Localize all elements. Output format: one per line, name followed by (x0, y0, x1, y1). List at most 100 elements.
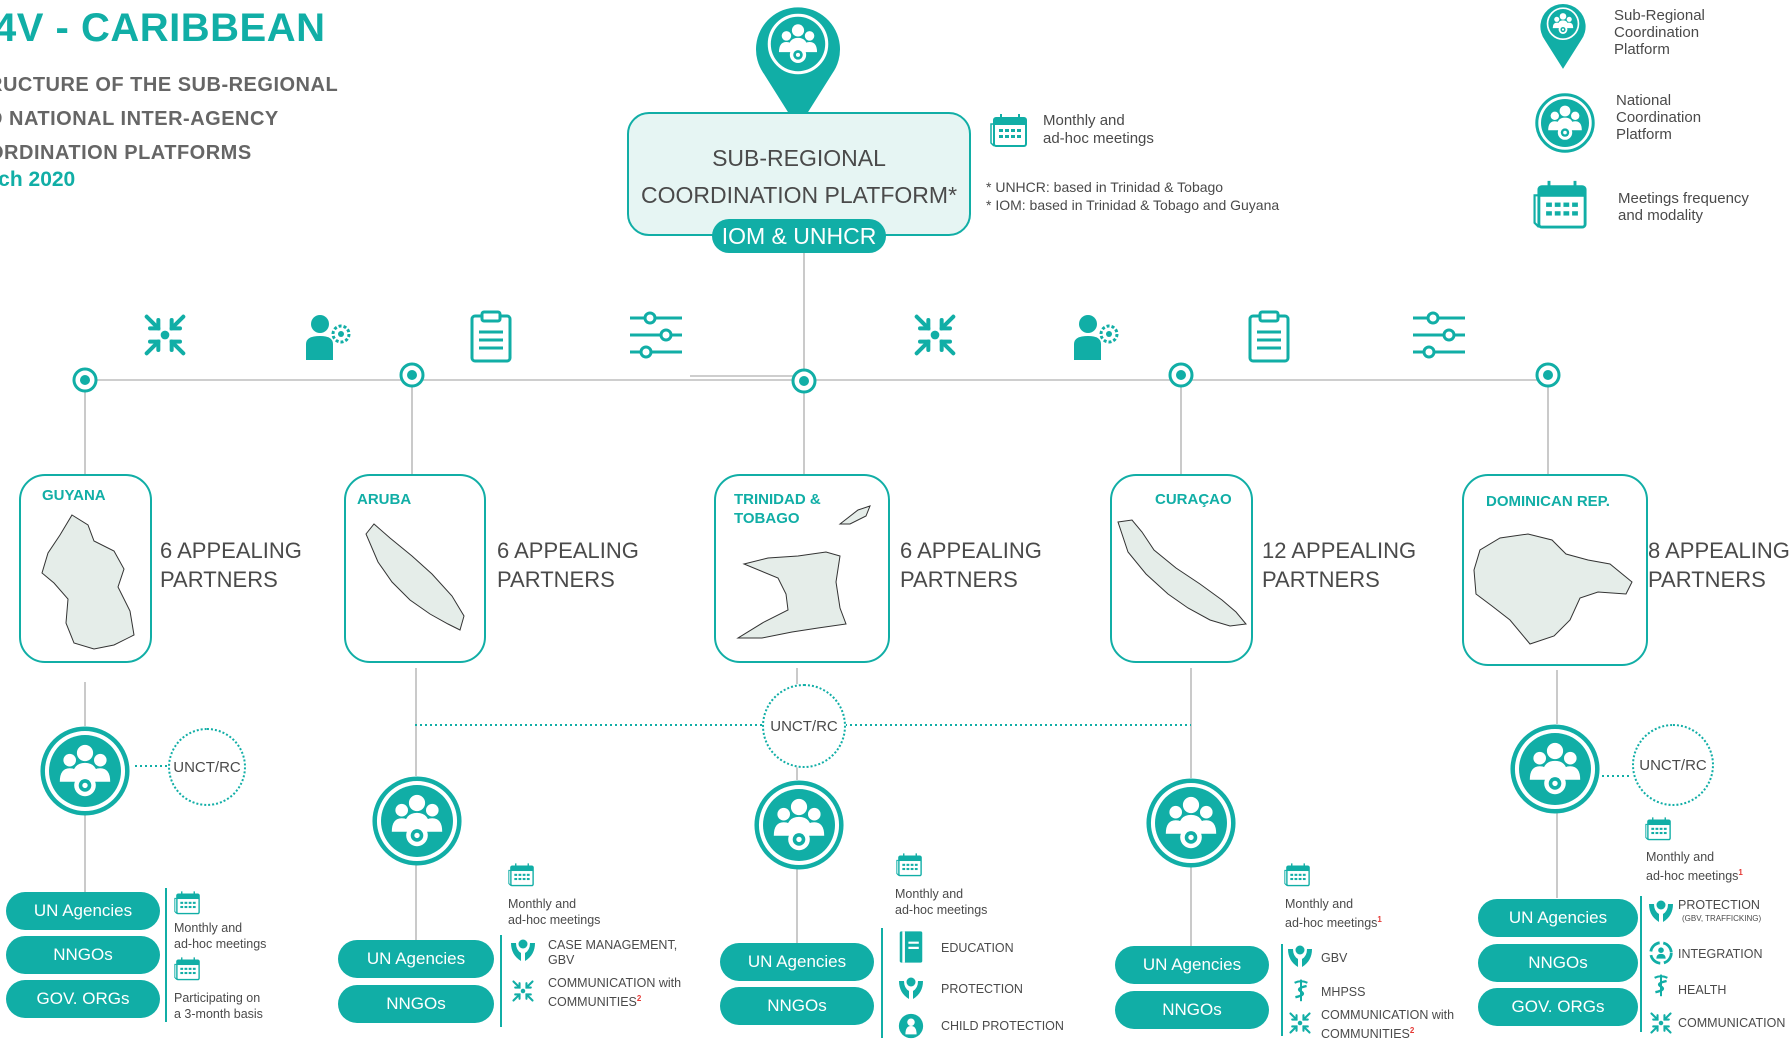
unct-rc-circle: UNCT/RC (168, 728, 246, 806)
communication-arrows-icon (1648, 1010, 1674, 1036)
sector-label: CHILD PROTECTION (941, 1019, 1064, 1033)
legend-pin-icon (1540, 3, 1586, 69)
sliders-icon (1413, 311, 1465, 359)
group-nngos: NNGOs (338, 985, 494, 1023)
calendar-icon (174, 890, 202, 915)
clipboard-icon (470, 310, 512, 363)
child-protection-icon (897, 1012, 925, 1040)
calendar-icon (990, 112, 1030, 148)
sub-regional-pin-icon (756, 7, 840, 129)
clipboard-icon (1248, 310, 1290, 363)
country-card-curacao (1110, 474, 1253, 663)
country-name: TRINIDAD &TOBAGO (734, 491, 821, 527)
page-subtitle: RUCTURE OF THE SUB-REGIONAL D NATIONAL I… (0, 74, 339, 164)
group-un-agencies: UN Agencies (1478, 899, 1638, 937)
protection-hands-icon (1646, 896, 1676, 926)
sub-regional-notes: * UNHCR: based in Trinidad & Tobago* IOM… (986, 179, 1280, 213)
sector-label: PROTECTION (941, 982, 1023, 996)
country-name: DOMINICAN REP. (1486, 493, 1610, 510)
national-platform-icon (1146, 778, 1236, 868)
calendar-icon (1645, 816, 1673, 841)
sector-label: COMMUNICATION (1678, 1016, 1786, 1030)
group-gov-orgs: GOV. ORGs (6, 980, 160, 1018)
converge-arrows-icon (140, 310, 190, 360)
aruba-map (365, 523, 465, 631)
communication-arrows-icon (1287, 1010, 1313, 1036)
protection-hands-icon (1285, 941, 1315, 971)
person-gear-icon (306, 315, 351, 360)
group-nngos: NNGOs (1115, 991, 1269, 1029)
protection-hands-icon (896, 973, 926, 1003)
lead-agencies-pill: IOM & UNHCR (712, 219, 886, 253)
calendar-icon (896, 852, 924, 877)
sliders-icon (630, 311, 682, 359)
sector-label: CASE MANAGEMENT,GBV (548, 938, 678, 967)
legend-national-platform-icon (1535, 93, 1595, 153)
group-un-agencies: UN Agencies (338, 940, 494, 978)
group-nngos: NNGOs (1478, 944, 1638, 982)
divider (1281, 944, 1283, 1036)
national-platform-icon (372, 776, 462, 866)
sector-label: GBV (1321, 951, 1348, 965)
group-nngos: NNGOs (6, 936, 160, 974)
country-name: ARUBA (357, 491, 412, 508)
page-title: 4V - CARIBBEAN (0, 6, 326, 50)
trinidad-node (789, 366, 819, 396)
sector-label: INTEGRATION (1678, 947, 1763, 961)
converge-arrows-icon (910, 310, 960, 360)
education-book-icon (898, 929, 924, 965)
group-un-agencies: UN Agencies (1115, 946, 1269, 984)
divider (881, 928, 883, 1038)
divider (500, 935, 502, 1027)
protection-hands-icon (508, 935, 538, 965)
divider (165, 888, 167, 1022)
person-gear-icon (1074, 315, 1119, 360)
guyana-map (41, 514, 135, 650)
calendar-icon (508, 862, 536, 887)
trinidad-tobago-map (736, 505, 871, 639)
unct-rc-circle: UNCT/RC (762, 684, 846, 768)
guyana-node (70, 365, 100, 395)
country-name: CURAÇAO (1155, 491, 1232, 508)
national-platform-icon (1510, 724, 1600, 814)
sector-label: EDUCATION (941, 941, 1014, 955)
group-un-agencies: UN Agencies (720, 943, 874, 981)
curacao-node (1166, 360, 1196, 390)
calendar-icon (1284, 862, 1312, 887)
group-gov-orgs: GOV. ORGs (1478, 988, 1638, 1026)
communication-arrows-icon (510, 978, 536, 1004)
page-date: rch 2020 (0, 168, 76, 191)
group-nngos: NNGOs (720, 987, 874, 1025)
divider (1640, 896, 1642, 1032)
calendar-icon (174, 956, 202, 981)
aruba-node (397, 360, 427, 390)
legend-calendar-icon (1533, 178, 1591, 230)
group-un-agencies: UN Agencies (6, 892, 160, 930)
national-platform-icon (40, 726, 130, 816)
country-name: GUYANA (42, 487, 106, 504)
dominican-node (1533, 360, 1563, 390)
unct-rc-circle: UNCT/RC (1632, 724, 1714, 806)
sector-label: MHPSS (1321, 985, 1366, 999)
health-caduceus-icon (1289, 976, 1313, 1004)
curacao-map (1117, 519, 1247, 627)
national-platform-icon (754, 780, 844, 870)
